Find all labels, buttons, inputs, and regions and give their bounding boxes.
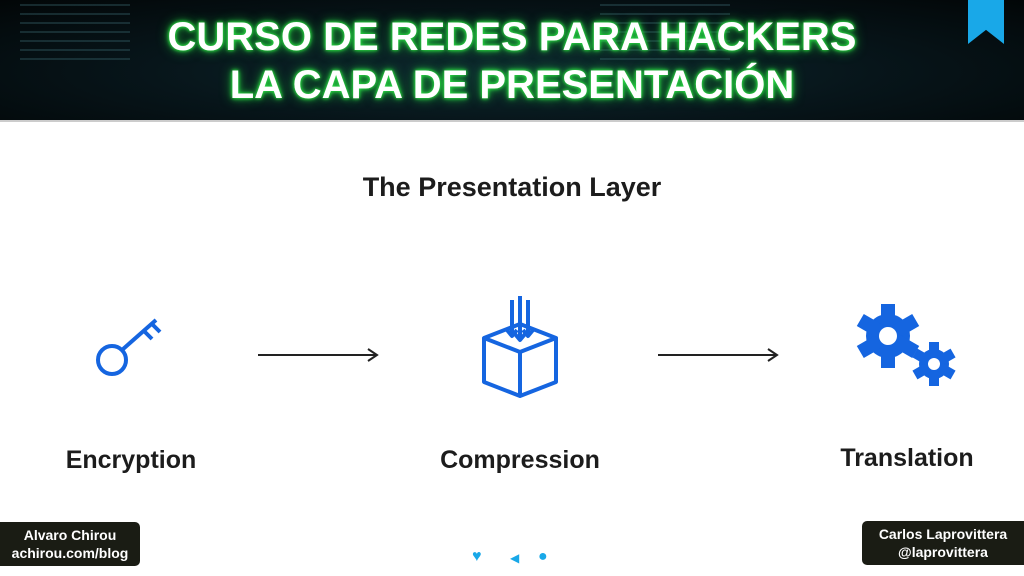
share-icon[interactable]: ◀ bbox=[510, 551, 520, 565]
author-handle[interactable]: @laprovittera bbox=[898, 544, 988, 560]
compressed-box-icon bbox=[482, 296, 558, 398]
step-label-compression: Compression bbox=[440, 446, 600, 474]
title-banner: CURSO DE REDES PARA HACKERS LA CAPA DE P… bbox=[0, 0, 1024, 122]
gears-icon bbox=[856, 304, 956, 386]
credit-left: Alvaro Chirou achirou.com/blog bbox=[0, 522, 140, 566]
author-blog-link[interactable]: achirou.com/blog bbox=[11, 545, 129, 561]
heart-icon[interactable]: ♥ bbox=[472, 548, 482, 565]
code-background bbox=[600, 4, 730, 64]
step-label-encryption: Encryption bbox=[65, 446, 197, 474]
arrow-right-icon bbox=[258, 348, 379, 362]
slide-heading: The Presentation Layer bbox=[362, 172, 662, 202]
credit-right: Carlos Laprovittera @laprovittera bbox=[862, 521, 1024, 565]
author-name: Carlos Laprovittera bbox=[878, 526, 1008, 542]
comment-icon[interactable]: ● bbox=[538, 548, 548, 565]
arrow-right-icon bbox=[658, 348, 779, 362]
key-icon bbox=[96, 318, 162, 376]
course-title: CURSO DE REDES PARA HACKERS bbox=[167, 15, 857, 59]
step-label-translation: Translation bbox=[840, 444, 974, 472]
code-background bbox=[20, 4, 130, 64]
author-name: Alvaro Chirou bbox=[23, 527, 117, 543]
course-subtitle: LA CAPA DE PRESENTACIÓN bbox=[229, 63, 795, 107]
